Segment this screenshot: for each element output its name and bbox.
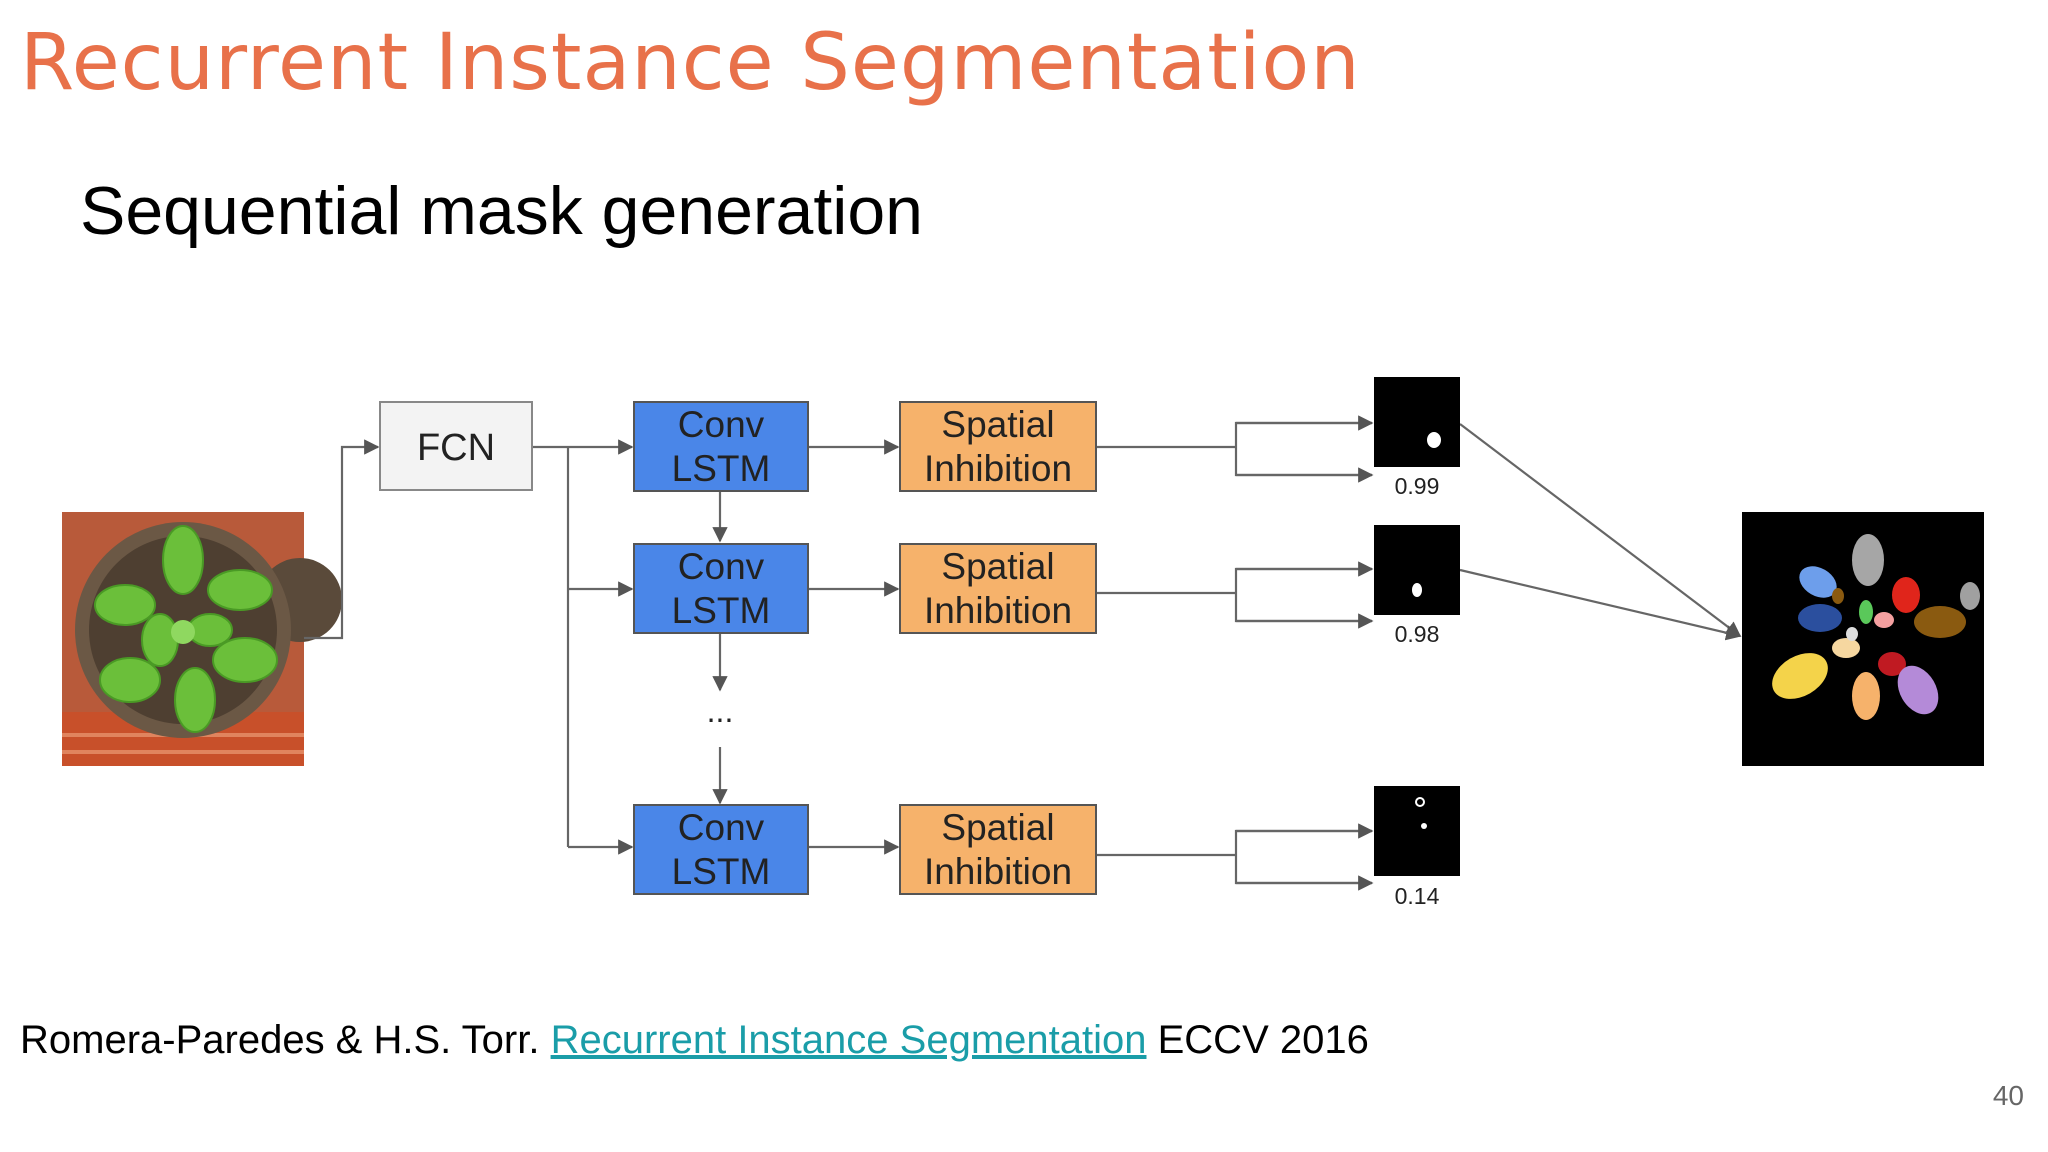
paper-link[interactable]: Recurrent Instance Segmentation — [550, 1018, 1147, 1062]
conv-lstm-block: Conv LSTM — [633, 401, 809, 492]
citation-authors: Romera-Paredes & H.S. Torr. — [20, 1018, 540, 1062]
conv-lstm-label: Conv — [678, 404, 765, 445]
conv-lstm-label: LSTM — [672, 448, 771, 489]
page-number: 40 — [1992, 1080, 2024, 1111]
fcn-block: FCN — [379, 401, 533, 491]
mask-output: 0.14 — [1374, 786, 1460, 909]
conv-lstm-label: LSTM — [672, 851, 771, 892]
spatial-inhibition-label: Inhibition — [924, 851, 1072, 892]
mask-score: 0.98 — [1395, 621, 1440, 647]
slide-title: Recurrent Instance Segmentation — [20, 18, 1361, 108]
spatial-inhibition-block: Spatial Inhibition — [899, 401, 1097, 492]
input-plant-image — [62, 512, 342, 766]
spatial-inhibition-label: Spatial — [941, 546, 1054, 587]
conv-lstm-label: Conv — [678, 807, 765, 848]
spatial-inhibition-block: Spatial Inhibition — [899, 543, 1097, 634]
citation-venue: ECCV 2016 — [1157, 1018, 1369, 1062]
spatial-inhibition-label: Inhibition — [924, 448, 1072, 489]
slide-subtitle: Sequential mask generation — [80, 173, 923, 249]
citation: Romera-Paredes & H.S. Torr. Recurrent In… — [20, 1018, 1369, 1063]
spatial-inhibition-label: Spatial — [941, 404, 1054, 445]
conv-lstm-label: LSTM — [672, 590, 771, 631]
ellipsis: ... — [707, 693, 734, 729]
spatial-inhibition-label: Inhibition — [924, 590, 1072, 631]
mask-output: 0.98 — [1374, 525, 1460, 647]
mask-score: 0.14 — [1395, 883, 1440, 909]
conv-lstm-block: Conv LSTM — [633, 804, 809, 895]
fcn-label: FCN — [417, 427, 495, 469]
spatial-inhibition-block: Spatial Inhibition — [899, 804, 1097, 895]
mask-score: 0.99 — [1395, 473, 1440, 499]
conv-lstm-label: Conv — [678, 546, 765, 587]
spatial-inhibition-label: Spatial — [941, 807, 1054, 848]
segmentation-result-image — [1742, 512, 1984, 766]
conv-lstm-block: Conv LSTM — [633, 543, 809, 634]
mask-output: 0.99 — [1374, 377, 1460, 499]
